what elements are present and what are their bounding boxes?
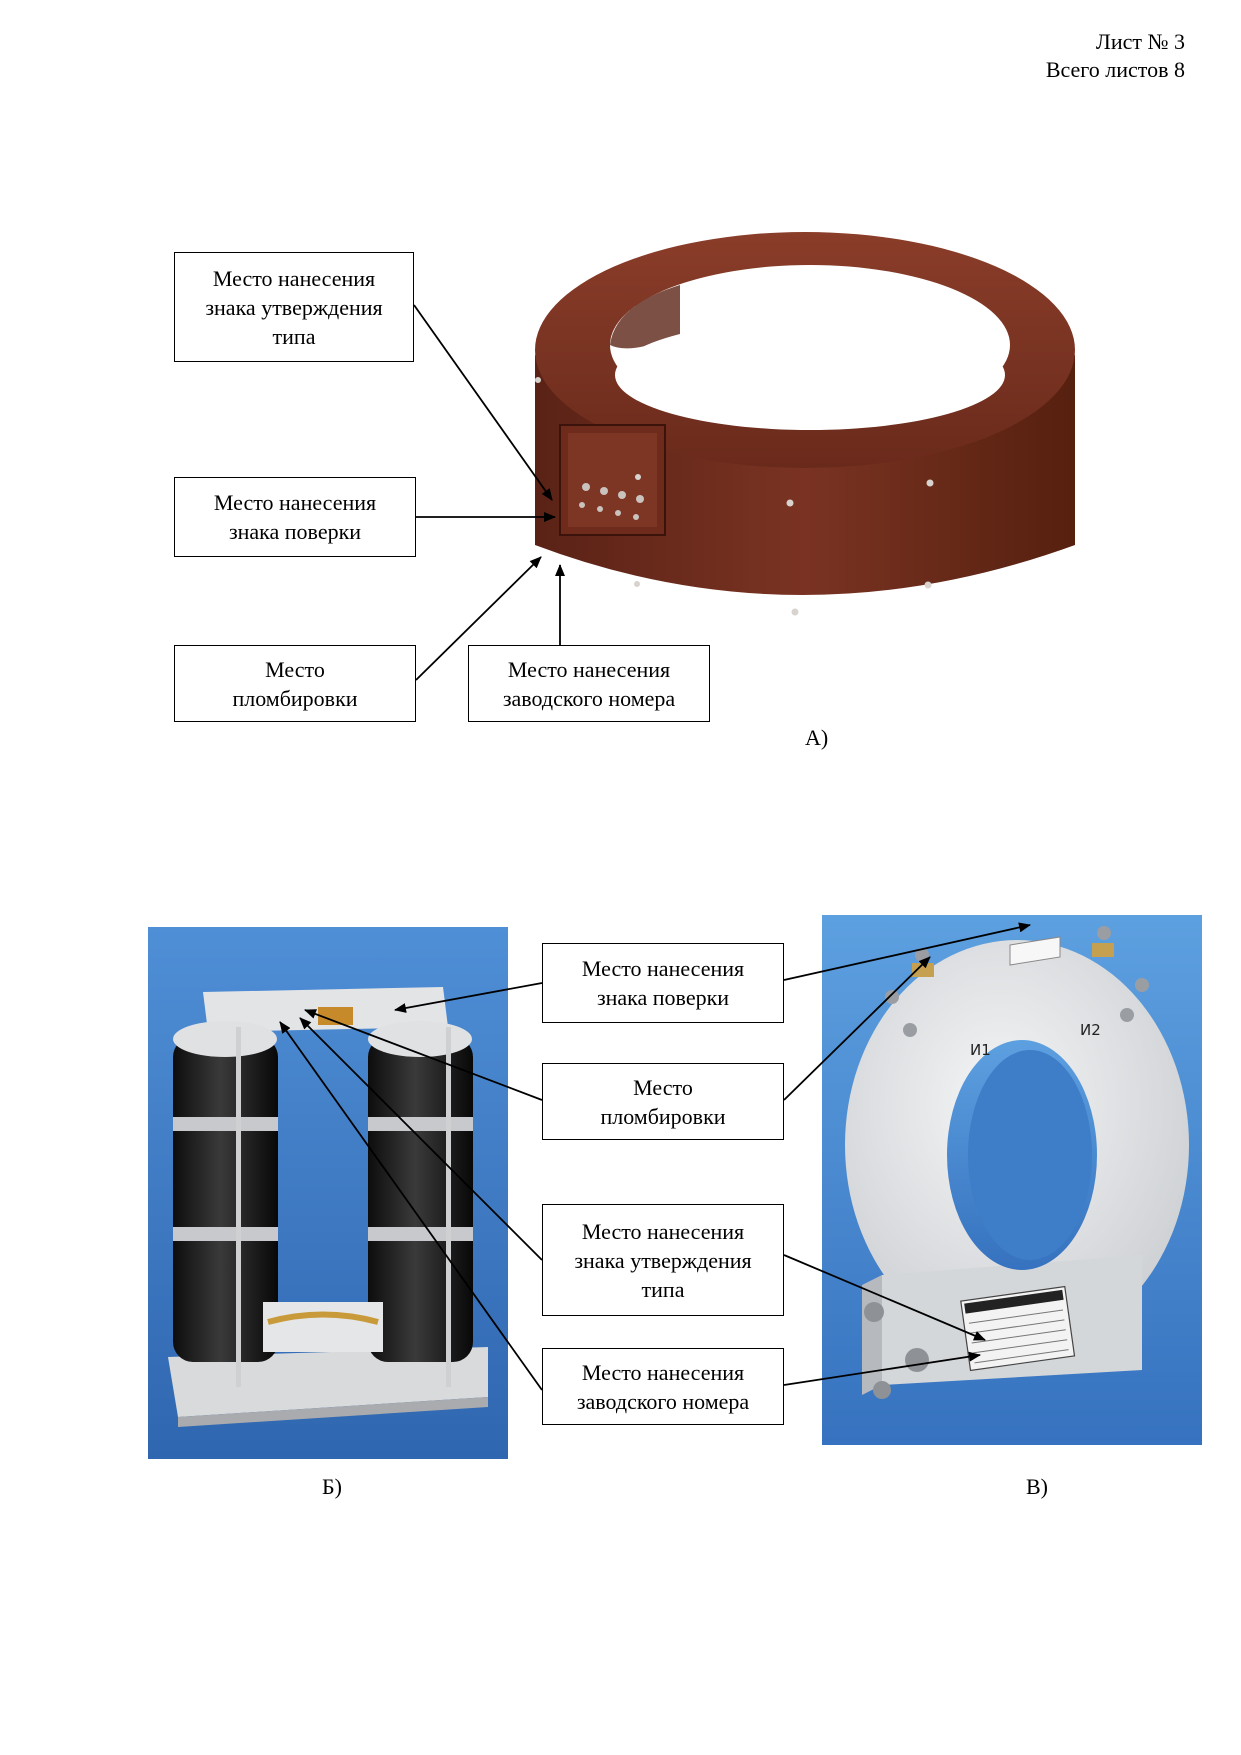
caption-b: Б) (322, 1474, 342, 1499)
ring-transformer-photo (535, 232, 1075, 616)
page-header: Лист № 3 Всего листов 8 (1046, 28, 1185, 84)
caption-v: В) (1026, 1474, 1048, 1499)
label-a-serial-number: Место нанесения заводского номера (468, 645, 710, 722)
terminal-i1-label: И1 (970, 1041, 991, 1059)
label-bv-verification: Место нанесения знака поверки (542, 943, 784, 1023)
label-bv-serial-number: Место нанесения заводского номера (542, 1348, 784, 1425)
label-a-verification: Место нанесения знака поверки (174, 477, 416, 557)
white-transformer-photo: И1 И2 (822, 915, 1202, 1445)
label-a-type-approval: Место нанесения знака утверждения типа (174, 252, 414, 362)
coil-transformer-photo (148, 927, 508, 1459)
sheet-total: Всего листов 8 (1045, 57, 1185, 82)
sheet-number: Лист № 3 (1095, 29, 1185, 54)
caption-a: А) (805, 725, 829, 750)
label-bv-type-approval: Место нанесения знака утверждения типа (542, 1204, 784, 1316)
label-bv-sealing: Место пломбировки (542, 1063, 784, 1140)
label-a-sealing: Место пломбировки (174, 645, 416, 722)
terminal-i2-label: И2 (1080, 1021, 1101, 1039)
